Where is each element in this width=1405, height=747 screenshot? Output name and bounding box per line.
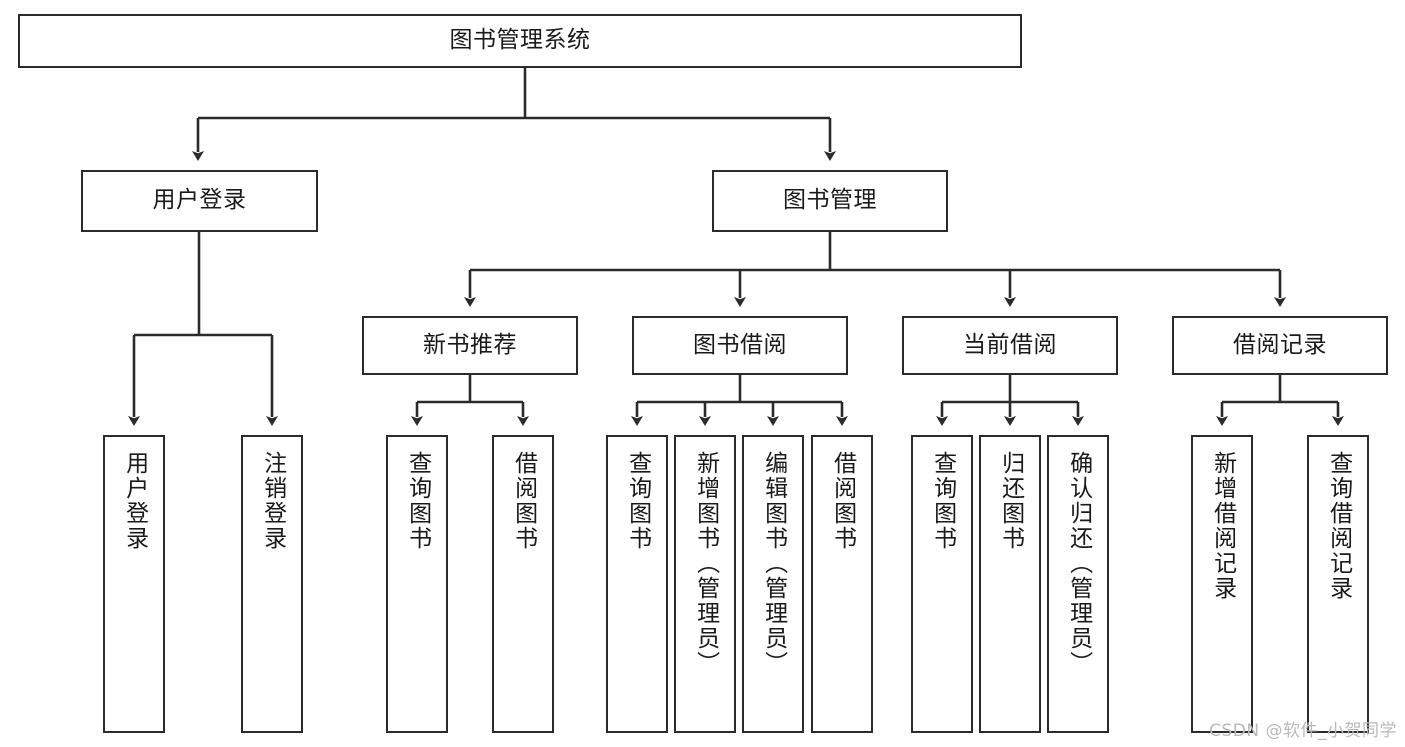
leaf-confirm-return-admin[interactable]: 确认归还（管理员） [1047, 435, 1109, 733]
node-new-book-recommend[interactable]: 新书推荐 [362, 316, 578, 375]
node-label: 借阅图书 [829, 451, 856, 551]
leaf-query-book-current[interactable]: 查询图书 [911, 435, 973, 733]
node-label: 图书管理 [783, 187, 877, 214]
leaf-borrow-book[interactable]: 借阅图书 [811, 435, 873, 733]
node-label: 注销登录 [259, 451, 286, 551]
leaf-query-borrow-record[interactable]: 查询借阅记录 [1307, 435, 1369, 733]
node-label: 借阅图书 [510, 451, 537, 551]
node-current-borrow[interactable]: 当前借阅 [902, 316, 1118, 375]
csdn-watermark: CSDN @软件_小贺同学 [1209, 721, 1397, 741]
node-label: 图书借阅 [693, 331, 787, 358]
leaf-user-login[interactable]: 用户登录 [103, 435, 165, 733]
node-label: 归还图书 [997, 451, 1024, 551]
leaf-edit-book-admin[interactable]: 编辑图书（管理员） [742, 435, 804, 733]
node-label: 新增借阅记录 [1209, 451, 1236, 601]
leaf-add-book-admin[interactable]: 新增图书（管理员） [674, 435, 736, 733]
node-book-manage[interactable]: 图书管理 [712, 170, 948, 232]
node-user-login[interactable]: 用户登录 [81, 170, 318, 232]
leaf-query-book-borrow[interactable]: 查询图书 [606, 435, 668, 733]
leaf-user-logout[interactable]: 注销登录 [241, 435, 303, 733]
node-label: 新增图书（管理员） [692, 451, 719, 676]
node-label: 新书推荐 [423, 331, 517, 358]
node-label: 用户登录 [121, 451, 148, 551]
node-book-borrow[interactable]: 图书借阅 [632, 316, 848, 375]
node-label: 查询借阅记录 [1325, 451, 1352, 601]
node-label: 确认归还（管理员） [1065, 451, 1092, 676]
leaf-add-borrow-record[interactable]: 新增借阅记录 [1191, 435, 1253, 733]
node-label: 编辑图书（管理员） [760, 451, 787, 676]
node-label: 查询图书 [404, 451, 431, 551]
node-label: 用户登录 [152, 187, 247, 214]
node-label: 借阅记录 [1233, 331, 1327, 358]
leaf-query-book-recommend[interactable]: 查询图书 [386, 435, 448, 733]
node-label: 查询图书 [624, 451, 651, 551]
node-borrow-record[interactable]: 借阅记录 [1172, 316, 1388, 375]
leaf-return-book[interactable]: 归还图书 [979, 435, 1041, 733]
leaf-borrow-book-recommend[interactable]: 借阅图书 [492, 435, 554, 733]
node-label: 当前借阅 [963, 331, 1057, 358]
node-label: 图书管理系统 [449, 27, 591, 54]
node-root-library-system[interactable]: 图书管理系统 [18, 14, 1022, 68]
node-label: 查询图书 [929, 451, 956, 551]
